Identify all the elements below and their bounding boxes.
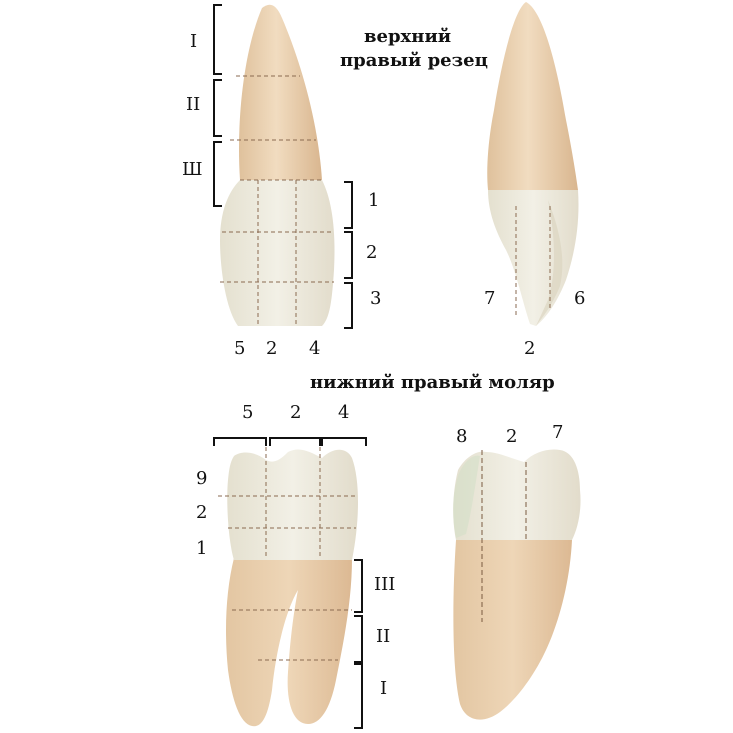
molar-crown-label-1: 1	[196, 538, 207, 559]
incisor-front-root	[238, 4, 322, 181]
title-lower: нижний правый моляр	[310, 372, 555, 393]
incisor-root-third-III: Ш	[182, 159, 203, 180]
incisor-bottom-label-2: 2	[266, 338, 277, 359]
molar-top-label-4: 4	[338, 402, 349, 423]
molar-top-brackets: 5 2 4	[213, 402, 367, 446]
molar-side-crown	[453, 449, 581, 540]
molar-top-label-5: 5	[242, 402, 253, 423]
molar-side-label-7: 7	[552, 422, 563, 443]
molar-root-brackets: III II I	[354, 559, 395, 729]
molar-side-root	[453, 540, 572, 720]
incisor-crown-third-3: 3	[370, 288, 381, 309]
incisor-front-view	[220, 4, 335, 326]
incisor-bottom-label-5: 5	[234, 338, 245, 359]
molar-root-third-III: III	[374, 574, 395, 595]
molar-root-third-II: II	[376, 626, 390, 647]
molar-front-view	[218, 440, 358, 727]
incisor-side-view	[487, 2, 579, 326]
incisor-crown-brackets: 1 2 3	[344, 181, 381, 329]
incisor-front-crown	[220, 180, 335, 326]
incisor-bottom-label-4: 4	[309, 338, 320, 359]
molar-top-label-2: 2	[290, 402, 301, 423]
molar-crown-label-9: 9	[196, 468, 207, 489]
incisor-side-label-2: 2	[524, 338, 535, 359]
incisor-side-label-6: 6	[574, 288, 585, 309]
incisor-side-root	[487, 2, 578, 190]
molar-front-root	[226, 558, 352, 727]
incisor-side-crown	[488, 190, 579, 326]
molar-side-label-2: 2	[506, 426, 517, 447]
incisor-side-label-7: 7	[484, 288, 495, 309]
molar-side-view	[453, 449, 581, 720]
title-upper-line2: правый резец	[340, 50, 488, 71]
incisor-root-brackets: I II Ш	[182, 4, 222, 207]
molar-crown-label-2: 2	[196, 502, 207, 523]
incisor-root-third-I: I	[190, 31, 197, 52]
incisor-crown-third-2: 2	[366, 242, 377, 263]
incisor-root-third-II: II	[186, 94, 200, 115]
title-upper-line1: верхний	[364, 26, 451, 47]
incisor-crown-third-1: 1	[368, 190, 379, 211]
molar-root-third-I: I	[380, 678, 387, 699]
molar-front-crown	[227, 449, 358, 560]
molar-side-label-8: 8	[456, 426, 467, 447]
